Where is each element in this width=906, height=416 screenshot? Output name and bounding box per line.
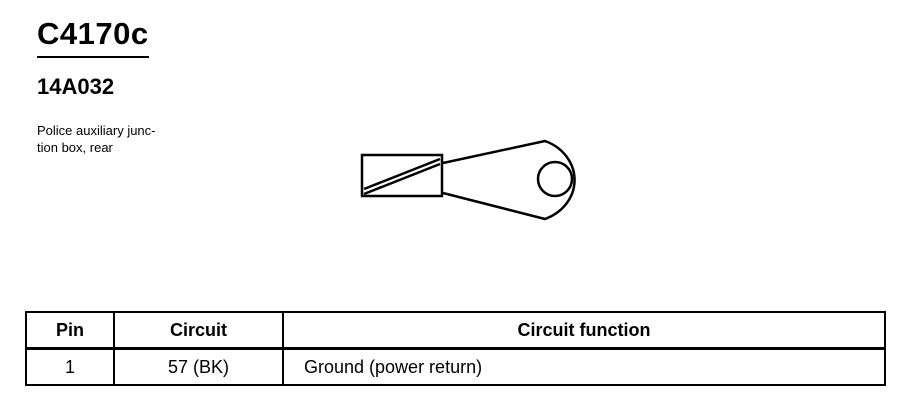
pin-table: Pin Circuit Circuit function 1 57 (BK) G… (25, 311, 886, 386)
description-line: Police auxiliary junc- (37, 123, 156, 138)
circuit-code: 57 (BK) (113, 347, 284, 386)
header-circuit-function: Circuit function (282, 311, 886, 350)
part-number: 14A032 (37, 74, 115, 99)
connector-id: C4170c (37, 16, 149, 58)
table-row: 1 57 (BK) Ground (power return) (25, 347, 886, 386)
header-circuit: Circuit (113, 311, 284, 350)
pin-table-header-row: Pin Circuit Circuit function (25, 311, 886, 350)
pin-number: 1 (25, 347, 115, 386)
description-line: tion box, rear (37, 140, 113, 155)
header-pin: Pin (25, 311, 115, 350)
ring-terminal-icon (360, 139, 576, 221)
connector-description: Police auxiliary junc- tion box, rear (37, 122, 207, 156)
circuit-function: Ground (power return) (282, 347, 886, 386)
